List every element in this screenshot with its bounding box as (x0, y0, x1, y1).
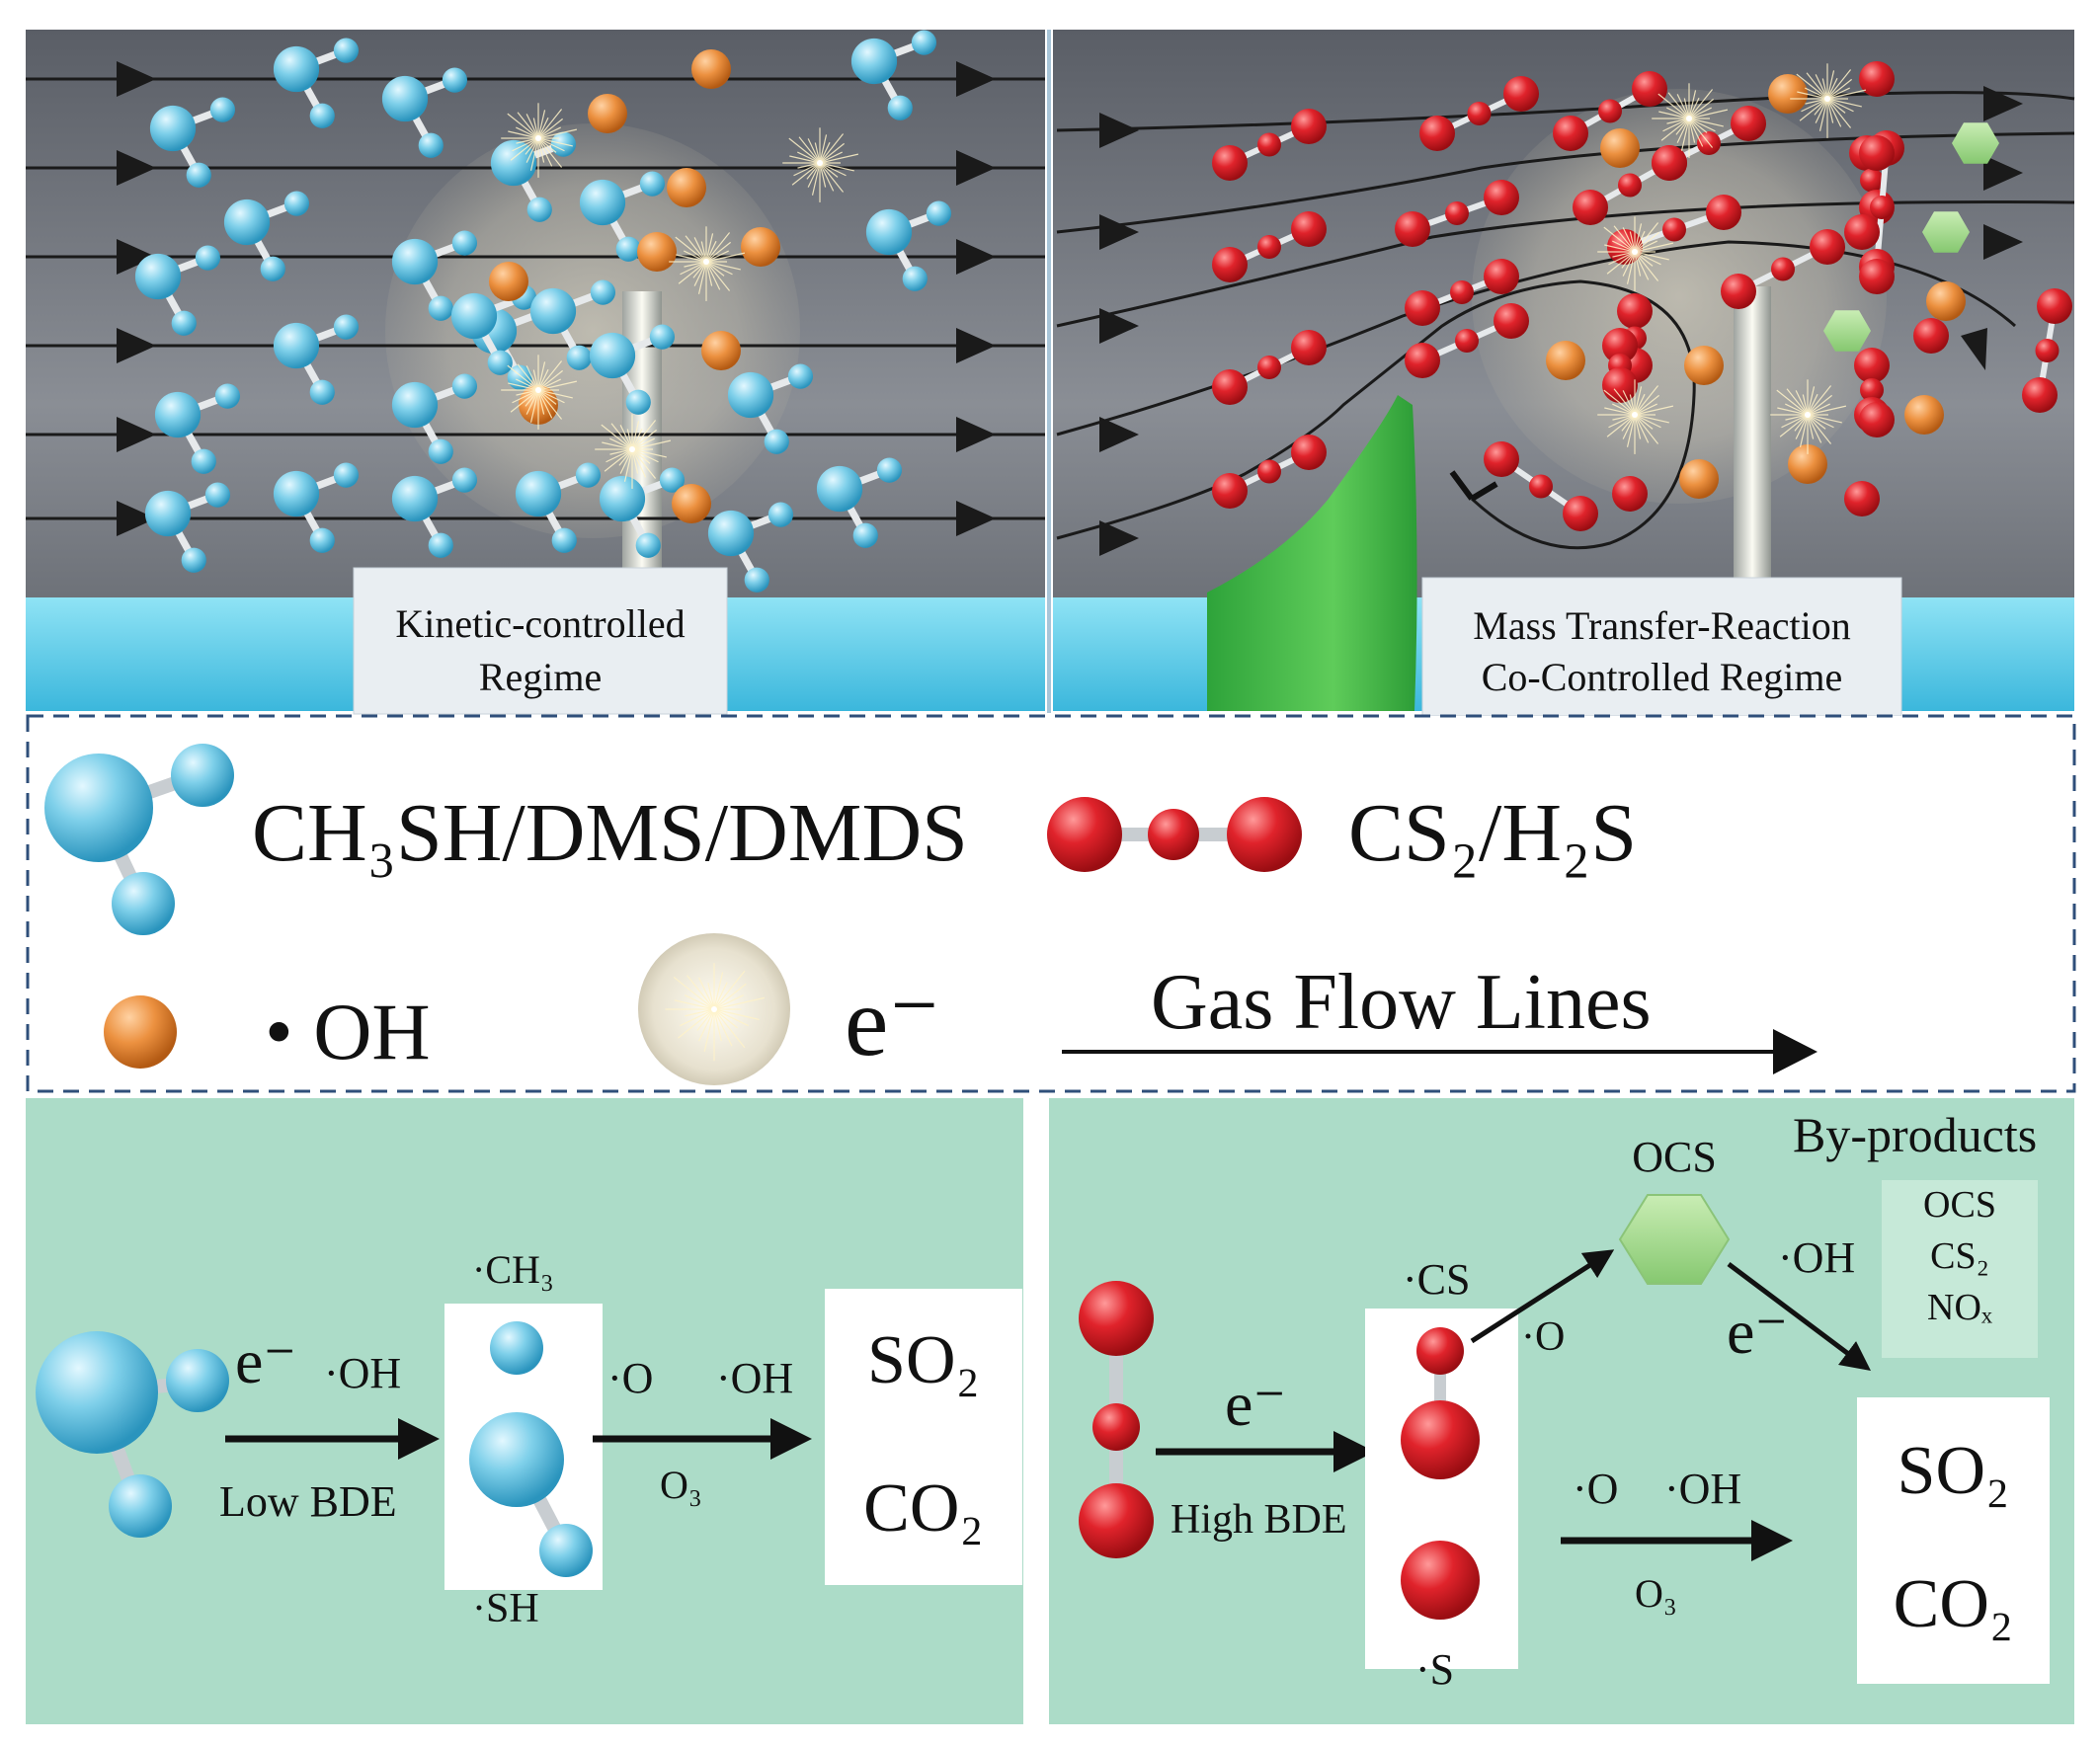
bl-oh-label: ·OH (324, 1349, 402, 1397)
legend (26, 714, 2076, 1093)
legend-electron-label: e⁻ (845, 967, 941, 1076)
discharge-electrode (1734, 286, 1771, 583)
bl-low-bde-label: Low BDE (219, 1477, 397, 1526)
mass-transfer-regime-panel (1053, 30, 2075, 717)
kinetic-regime-label-line1: Kinetic-controlled (395, 601, 686, 646)
to-ocs-arrow (1470, 1249, 1615, 1344)
plasma-glow (1472, 89, 1887, 504)
regime-label-box (353, 567, 728, 715)
br-o3-label: O₃ (1635, 1571, 1677, 1616)
cs2-molecule-icon (1047, 797, 1302, 872)
low-bde-pathway-panel (26, 1098, 1023, 1724)
electron-glow-icon (638, 933, 790, 1085)
green-ground-electrode (1207, 395, 1417, 711)
high-bde-pathway-panel (1049, 1098, 2074, 1724)
br-e-label: e⁻ (1225, 1369, 1287, 1439)
oh-radical-icon (104, 995, 177, 1069)
byproducts-box (1882, 1180, 2038, 1358)
kinetic-regime-panel (26, 30, 1045, 715)
br-ocs-label: OCS (1632, 1133, 1717, 1181)
br-byproduct-cs2: CS₂ (1930, 1235, 1989, 1277)
br-o2-label: ·O (1573, 1465, 1619, 1513)
br-s-label: ·S (1415, 1645, 1455, 1694)
vsc-molecule-icon (44, 744, 234, 935)
bl-co2-label: CO₂ (863, 1470, 984, 1547)
bl-oh2-label: ·OH (716, 1354, 794, 1402)
ocs-hexagon (1618, 1194, 1731, 1285)
electron-sparks (1597, 63, 1867, 454)
br-ocs-e-label: e⁻ (1727, 1297, 1789, 1367)
br-byproducts-title: By-products (1793, 1107, 2038, 1162)
product-box (1857, 1397, 2050, 1684)
bl-e-label: e⁻ (235, 1326, 297, 1396)
br-byproduct-nox: NOₓ (1927, 1287, 1992, 1328)
vsc-reactant-molecule (36, 1331, 229, 1538)
bl-ch3-label: ·CH₃ (472, 1247, 554, 1292)
mass-transfer-regime-label-line1: Mass Transfer-Reaction (1473, 603, 1851, 648)
flow-arrowheads (1099, 86, 2023, 556)
br-ocs-oh-label: ·OH (1778, 1233, 1856, 1282)
oh-radicals (1546, 74, 1966, 499)
kinetic-regime-label-line2: Regime (478, 655, 603, 699)
br-cs-label: ·CS (1403, 1255, 1471, 1304)
product-box (825, 1289, 1022, 1585)
mass-transfer-regime-label-line2: Co-Controlled Regime (1481, 655, 1843, 699)
bl-o-label: ·O (607, 1354, 654, 1402)
br-o-label: ·O (1521, 1314, 1566, 1360)
bl-sh-label: ·SH (472, 1586, 539, 1631)
br-byproduct-ocs: OCS (1923, 1184, 1996, 1226)
legend-cs2-label: CS₂/H₂S (1348, 787, 1638, 879)
ocs-hexagons (1823, 122, 1999, 352)
br-co2-label: CO₂ (1893, 1566, 2014, 1642)
regime-label-box (1421, 577, 1902, 717)
br-oh2-label: ·OH (1664, 1465, 1742, 1513)
bl-so2-label: SO₂ (867, 1322, 980, 1398)
bl-o3-label: O₃ (660, 1463, 702, 1507)
legend-flow-label: Gas Flow Lines (1151, 959, 1652, 1046)
legend-oh-label: • OH (265, 987, 431, 1076)
legend-vsc-label: CH₃SH/DMS/DMDS (252, 787, 968, 879)
vsc-molecules (134, 30, 952, 593)
electron-sparks (501, 103, 859, 489)
br-high-bde-label: High BDE (1171, 1497, 1347, 1543)
cs2-reactant-molecule (1079, 1281, 1154, 1558)
br-so2-label: SO₂ (1897, 1433, 2010, 1509)
ocs-oxidation-arrow (1727, 1262, 1871, 1371)
cs2-molecules (1212, 61, 2072, 531)
